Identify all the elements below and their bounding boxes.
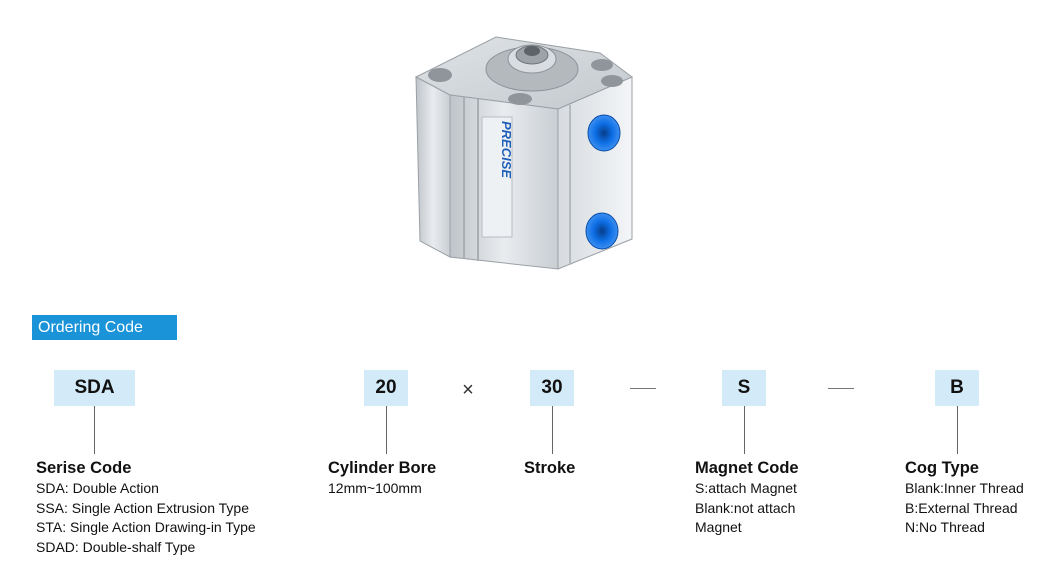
connector-series — [94, 406, 95, 454]
desc-cog-line: Blank:Inner Thread — [905, 480, 1024, 496]
desc-cog-line: N:No Thread — [905, 519, 985, 535]
code-box-bore: 20 — [364, 370, 408, 406]
desc-magnet-title: Magnet Code — [695, 459, 799, 477]
product-brand-label: PRECISE — [499, 121, 514, 178]
connector-magnet — [744, 406, 745, 454]
code-box-series: SDA — [54, 370, 135, 406]
cylinder-product-image: PRECISE — [414, 36, 633, 270]
desc-bore-title: Cylinder Bore — [328, 459, 437, 477]
desc-cog-line: B:External Thread — [905, 499, 1018, 516]
code-box-magnet: S — [722, 370, 766, 406]
desc-stroke: Stroke — [524, 457, 575, 479]
desc-series-title: Serise Code — [36, 459, 132, 477]
desc-magnet-line: Magnet — [695, 519, 742, 535]
desc-cog-title: Cog Type — [905, 459, 979, 477]
connector-bore — [386, 406, 387, 454]
desc-series-line: SDA: Double Action — [36, 480, 159, 496]
desc-series-line: SSA: Single Action Extrusion Type — [36, 499, 249, 516]
desc-bore: Cylinder Bore 12mm~100mm — [328, 457, 436, 499]
desc-magnet: Magnet Code S:attach Magnet Blank:not at… — [695, 457, 799, 538]
connector-cog — [957, 406, 958, 454]
desc-series-line: STA: Single Action Drawing-in Type — [36, 519, 256, 535]
dash-separator-1 — [630, 388, 656, 389]
times-separator: × — [462, 379, 474, 401]
connector-stroke — [552, 406, 553, 454]
desc-series: Serise Code SDA: Double Action SSA: Sing… — [36, 457, 256, 557]
code-box-cog: B — [935, 370, 979, 406]
desc-bore-line: 12mm~100mm — [328, 480, 422, 496]
desc-cog: Cog Type Blank:Inner Thread B:External T… — [905, 457, 1024, 538]
section-header-ordering-code: Ordering Code — [32, 315, 177, 340]
desc-series-line: SDAD: Double-shalf Type — [36, 538, 196, 555]
desc-magnet-line: S:attach Magnet — [695, 480, 797, 496]
dash-separator-2 — [828, 388, 854, 389]
code-box-stroke: 30 — [530, 370, 574, 406]
desc-magnet-line: Blank:not attach — [695, 499, 796, 516]
desc-stroke-title: Stroke — [524, 459, 576, 477]
